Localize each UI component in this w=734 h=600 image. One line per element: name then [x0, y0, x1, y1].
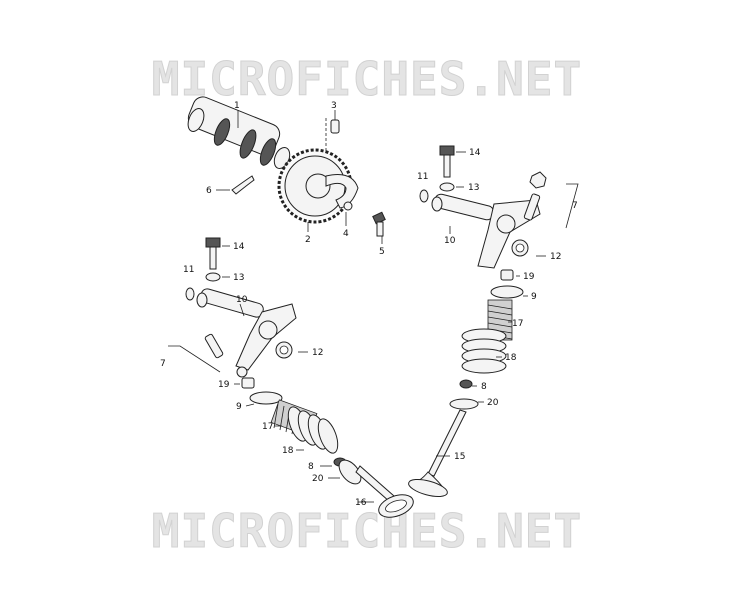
callout-1: 1: [234, 101, 240, 111]
spring-retainer-right-part: [490, 285, 524, 299]
outer-spring-right-part: [461, 328, 507, 374]
callout-14-left: 14: [233, 242, 245, 252]
callout-19-right: 19: [523, 272, 535, 282]
callout-20-right: 20: [487, 398, 499, 408]
callout-6: 6: [206, 186, 212, 196]
spring-seat-right-part: [449, 398, 479, 410]
adjuster-nut-right-part: [500, 269, 514, 281]
callout-13-left: 13: [233, 273, 244, 283]
shaft-bolt-left-part: [205, 237, 221, 270]
callout-17-right: 17: [512, 319, 523, 329]
callout-12-left: 12: [312, 348, 323, 358]
circlip-part: [231, 175, 255, 195]
exhaust-valve-part: [355, 465, 414, 518]
spring-seat-left-part: [338, 459, 362, 485]
valve-cotter-right-part: [459, 379, 473, 389]
callout-10-left: 10: [236, 295, 248, 305]
shaft-bolt-right-part: [439, 145, 455, 178]
callout-2: 2: [305, 235, 311, 245]
callout-8-left: 8: [308, 462, 314, 472]
callout-8-right: 8: [481, 382, 487, 392]
callout-12-right: 12: [550, 252, 561, 262]
callout-7-left: 7: [160, 359, 166, 369]
adjuster-nut-left-part: [241, 377, 255, 389]
watermark-bottom: MICROFICHES.NET: [151, 504, 583, 559]
intake-valve-part: [408, 409, 467, 498]
spring-retainer-left-part: [249, 391, 283, 405]
rocker-shaft-left-part: [196, 288, 264, 318]
callout-19-left: 19: [218, 380, 230, 390]
outer-spring-left-part: [287, 406, 339, 454]
callout-9-right: 9: [531, 292, 537, 302]
callout-13-right: 13: [468, 183, 479, 193]
callout-11-right: 11: [417, 172, 428, 182]
callout-7-right: 7: [572, 201, 578, 211]
callout-18-right: 18: [505, 353, 517, 363]
sprocket-plate-part: [325, 174, 359, 209]
callout-14-right: 14: [469, 148, 481, 158]
rocker-arm-right-part: [477, 171, 547, 269]
sealing-washer-left-part: [205, 272, 221, 282]
callout-9-left: 9: [236, 402, 242, 412]
callout-11-left: 11: [183, 265, 194, 275]
dowel-pin-part: [330, 119, 340, 134]
sprocket-bolt-part: [372, 211, 386, 237]
callout-3: 3: [331, 101, 337, 111]
callout-10-right: 10: [444, 236, 456, 246]
callout-16: 16: [355, 498, 367, 508]
callout-17-left: 17: [262, 422, 273, 432]
camshaft-part: [187, 96, 291, 170]
rocker-arm-left-part: [204, 303, 297, 378]
callout-4: 4: [343, 229, 349, 239]
callout-18-left: 18: [282, 446, 294, 456]
o-ring-left-part: [185, 287, 195, 301]
callout-5: 5: [379, 247, 385, 257]
sealing-washer-right-part: [439, 182, 455, 192]
callout-20-left: 20: [312, 474, 324, 484]
watermark-top: MICROFICHES.NET: [151, 52, 583, 107]
cam-sprocket-part: [277, 148, 353, 224]
callout-15: 15: [454, 452, 465, 462]
o-ring-right-part: [419, 189, 429, 203]
rocker-shaft-right-part: [431, 193, 495, 221]
